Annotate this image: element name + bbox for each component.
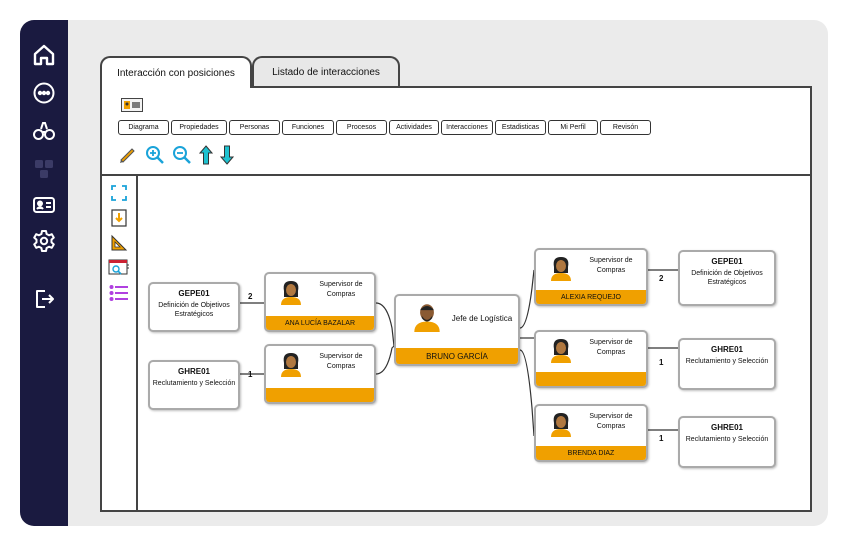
sidebar: [20, 20, 68, 526]
logout-icon[interactable]: [31, 286, 57, 312]
position-holder: BRUNO GARCÍA: [396, 348, 518, 364]
list-icon[interactable]: [108, 284, 130, 302]
position-holder: BRENDA DIAZ: [536, 446, 646, 460]
org-chart-icon[interactable]: [31, 156, 57, 182]
link-count: 2: [248, 292, 253, 301]
link-count: 1: [248, 370, 253, 379]
female-avatar-icon: [551, 413, 571, 437]
function-card[interactable]: GHRE01 Reclutamiento y Selección: [678, 416, 776, 468]
menu-bar: Diagrama Propiedades Personas Funciones …: [118, 120, 653, 136]
menu-personas[interactable]: Personas: [229, 120, 280, 135]
tab-listado[interactable]: Listado de interacciones: [252, 56, 400, 86]
female-avatar-icon: [551, 257, 571, 281]
pencil-icon[interactable]: [118, 145, 138, 165]
function-code: GEPE01: [711, 257, 743, 266]
position-node[interactable]: Supervisor de Compras ANA LUCÍA BAZALAR: [264, 272, 376, 332]
home-icon[interactable]: [31, 42, 57, 68]
female-avatar-icon: [551, 339, 571, 363]
function-desc: Definición de Objetivos Estratégicos: [691, 270, 763, 286]
menu-interacciones[interactable]: Interacciones: [441, 120, 493, 135]
tab-interaccion[interactable]: Interacción con posiciones: [100, 56, 252, 88]
gear-icon[interactable]: [31, 228, 57, 254]
menu-revision[interactable]: Revisón: [600, 120, 651, 135]
link-count: 1: [659, 358, 664, 367]
position-role: Supervisor de Compras: [319, 281, 363, 298]
menu-funciones[interactable]: Funciones: [282, 120, 334, 135]
app-canvas: Listado de interacciones Interacción con…: [20, 20, 828, 526]
function-code: GHRE01: [710, 423, 743, 432]
side-divider: [136, 176, 138, 510]
toolbar-divider: [102, 174, 810, 176]
position-node[interactable]: Supervisor de Compras: [534, 330, 648, 388]
menu-estadisticas[interactable]: Estadisticas: [495, 120, 546, 135]
id-card-icon[interactable]: [31, 192, 57, 218]
position-role: Supervisor de Compras: [319, 353, 363, 370]
position-role: Jefe de Logística: [451, 314, 513, 323]
tab-listado-label: Listado de interacciones: [272, 66, 380, 78]
toolbar: [118, 144, 234, 166]
function-card[interactable]: GHRE01 Reclutamiento y Selección: [148, 360, 240, 410]
search-window-icon[interactable]: [108, 259, 130, 277]
center-position-node[interactable]: Jefe de Logística BRUNO GARCÍA: [394, 294, 520, 366]
female-avatar-icon: [281, 281, 301, 305]
arrow-up-icon[interactable]: [199, 145, 213, 165]
function-code: GHRE01: [710, 345, 743, 354]
position-holder: [536, 372, 646, 386]
zoom-in-icon[interactable]: [145, 145, 165, 165]
function-desc: Reclutamiento y Selección: [152, 380, 236, 387]
more-icon[interactable]: [31, 80, 57, 106]
female-avatar-icon: [281, 353, 301, 377]
function-card[interactable]: GEPE01 Definición de Objetivos Estratégi…: [148, 282, 240, 332]
position-holder: ALEXIA REQUEJO: [536, 290, 646, 304]
zoom-out-icon[interactable]: [172, 145, 192, 165]
position-role: Supervisor de Compras: [589, 257, 633, 274]
menu-propiedades[interactable]: Propiedades: [171, 120, 227, 135]
link-count: 2: [659, 274, 664, 283]
menu-actividades[interactable]: Actividades: [389, 120, 439, 135]
side-toolbar: [108, 184, 130, 309]
position-role: Supervisor de Compras: [589, 339, 633, 356]
position-holder: ANA LUCÍA BAZALAR: [266, 316, 374, 330]
binoculars-icon[interactable]: [31, 118, 57, 144]
main-window: Diagrama Propiedades Personas Funciones …: [100, 86, 812, 512]
menu-procesos[interactable]: Procesos: [336, 120, 387, 135]
menu-mi-perfil[interactable]: Mi Perfil: [548, 120, 598, 135]
function-desc: Reclutamiento y Selección: [685, 436, 769, 443]
position-node[interactable]: Supervisor de Compras ALEXIA REQUEJO: [534, 248, 648, 306]
position-role: Supervisor de Compras: [589, 413, 633, 430]
expand-icon[interactable]: [108, 184, 130, 202]
function-desc: Reclutamiento y Selección: [685, 358, 769, 365]
function-card[interactable]: GEPE01 Definición de Objetivos Estratégi…: [678, 250, 776, 306]
position-holder: [266, 388, 374, 402]
function-card[interactable]: GHRE01 Reclutamiento y Selección: [678, 338, 776, 390]
download-icon[interactable]: [108, 209, 130, 227]
function-code: GHRE01: [177, 367, 210, 376]
arrow-down-icon[interactable]: [220, 145, 234, 165]
triangle-ruler-icon[interactable]: [108, 234, 130, 252]
male-avatar-icon: [414, 304, 440, 332]
tab-interaccion-label: Interacción con posiciones: [117, 67, 235, 79]
link-count: 1: [659, 434, 664, 443]
function-desc: Definición de Objetivos Estratégicos: [158, 302, 230, 318]
position-node[interactable]: Supervisor de Compras: [264, 344, 376, 404]
menu-diagrama[interactable]: Diagrama: [118, 120, 169, 135]
position-node[interactable]: Supervisor de Compras BRENDA DIAZ: [534, 404, 648, 462]
function-code: GEPE01: [178, 289, 210, 298]
connector-lines: [240, 269, 678, 437]
id-card-button[interactable]: [121, 98, 143, 112]
